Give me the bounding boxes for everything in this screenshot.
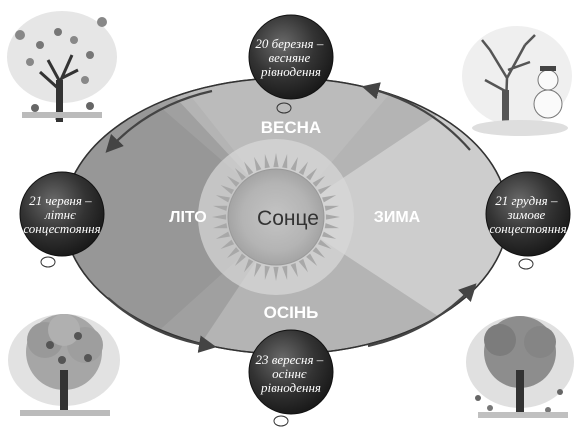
sun-ray: [234, 253, 246, 267]
sun-ray: [212, 214, 227, 220]
sun-ray: [226, 175, 240, 187]
sun-ray: [244, 161, 254, 176]
summer-solstice-line2: літнє: [44, 207, 76, 222]
earth-winter-solstice: 21 грудня – зимове сонцестояння: [485, 171, 571, 270]
arrow-summer-to-autumn: [107, 297, 217, 353]
sun-ray: [306, 167, 318, 181]
sun-ray: [254, 263, 262, 278]
sun-ray: [290, 263, 298, 278]
summer-solstice-line3: сонцестояння: [23, 221, 100, 236]
arrow-winter-to-spring: [361, 82, 471, 151]
season-summer: ЛІТО: [169, 209, 207, 226]
sun-ray: [244, 258, 254, 273]
arrow-autumn-to-winter: [367, 283, 477, 348]
summer-sector-diag: [70, 78, 286, 354]
sun-ray: [264, 153, 270, 169]
sun-ray: [220, 239, 235, 249]
sun-ray: [325, 214, 340, 220]
svg-text:23 вересня – осіннє: 23 вересня – осіннє рівнодення: [255, 352, 326, 395]
rotation-icon: [276, 102, 292, 114]
sun-ray: [322, 231, 337, 239]
spring-equinox-line2: весняне: [269, 50, 311, 65]
autumn-tree-icon: [466, 316, 574, 418]
autumn-equinox-line2: осіннє: [272, 366, 307, 381]
sun-ray: [273, 153, 279, 168]
sun-ray: [282, 265, 288, 281]
rotation-icon: [40, 256, 56, 268]
spring-equinox-line3: рівнодення: [260, 64, 321, 79]
rotation-icon: [273, 415, 289, 427]
sun-ray: [322, 195, 337, 203]
sun-ray: [298, 161, 308, 176]
winter-solstice-line2: зимове: [506, 207, 545, 222]
sun-ray: [212, 205, 228, 211]
spring-equinox-line1: 20 березня –: [255, 36, 323, 51]
sun-ray: [282, 153, 288, 169]
orbit-arrows: [105, 82, 477, 353]
earth-autumn-equinox: 23 вересня – осіннє рівнодення: [248, 329, 334, 427]
sun-ray: [312, 247, 326, 259]
svg-text:21 грудня – зимове: 21 грудня – зимове сонцестояння: [489, 193, 566, 236]
sun-ray: [273, 266, 279, 281]
sun-label: Сонце: [257, 207, 319, 230]
sun: Сонце: [198, 139, 354, 295]
sun-ray: [298, 258, 308, 273]
earth-summer-solstice: 21 червня – літнє сонцестояння: [19, 171, 105, 268]
svg-text:21 червня – літнє: 21 червня – літнє сонцестояння: [23, 193, 100, 236]
sun-ray: [212, 223, 228, 229]
sun-ray: [324, 205, 340, 211]
sun-ray: [226, 247, 240, 259]
season-autumn: ОСІНЬ: [264, 303, 319, 322]
sun-ray: [234, 167, 246, 181]
sun-ray: [306, 253, 318, 267]
winter-solstice-line1: 21 грудня –: [495, 193, 558, 208]
spring-tree-icon: [7, 11, 117, 122]
sun-ray: [254, 156, 262, 171]
summer-tree-icon: [8, 314, 120, 416]
winter-tree-snowman-icon: [462, 26, 572, 136]
autumn-equinox-line1: 23 вересня –: [255, 352, 323, 367]
season-winter: ЗИМА: [374, 209, 421, 226]
autumn-equinox-line3: рівнодення: [260, 380, 321, 395]
svg-text:20 березня – весняне: 20 березня – весняне рівнодення: [255, 36, 326, 79]
season-spring: ВЕСНА: [261, 118, 321, 137]
sun-ray: [317, 185, 332, 195]
sun-ray: [324, 223, 340, 229]
sun-ray: [312, 175, 326, 187]
earth-spring-equinox: 20 березня – весняне рівнодення: [248, 14, 334, 114]
sun-ray: [317, 239, 332, 249]
sun-ray: [264, 265, 270, 281]
sun-rays: [212, 153, 340, 281]
sun-ray: [215, 231, 230, 239]
arrow-spring-to-summer: [105, 89, 213, 153]
sun-ray: [290, 156, 298, 171]
sun-ray: [215, 195, 230, 203]
winter-solstice-line3: сонцестояння: [489, 221, 566, 236]
summer-solstice-line1: 21 червня –: [29, 193, 92, 208]
rotation-icon: [518, 258, 534, 270]
sun-ray: [220, 185, 235, 195]
